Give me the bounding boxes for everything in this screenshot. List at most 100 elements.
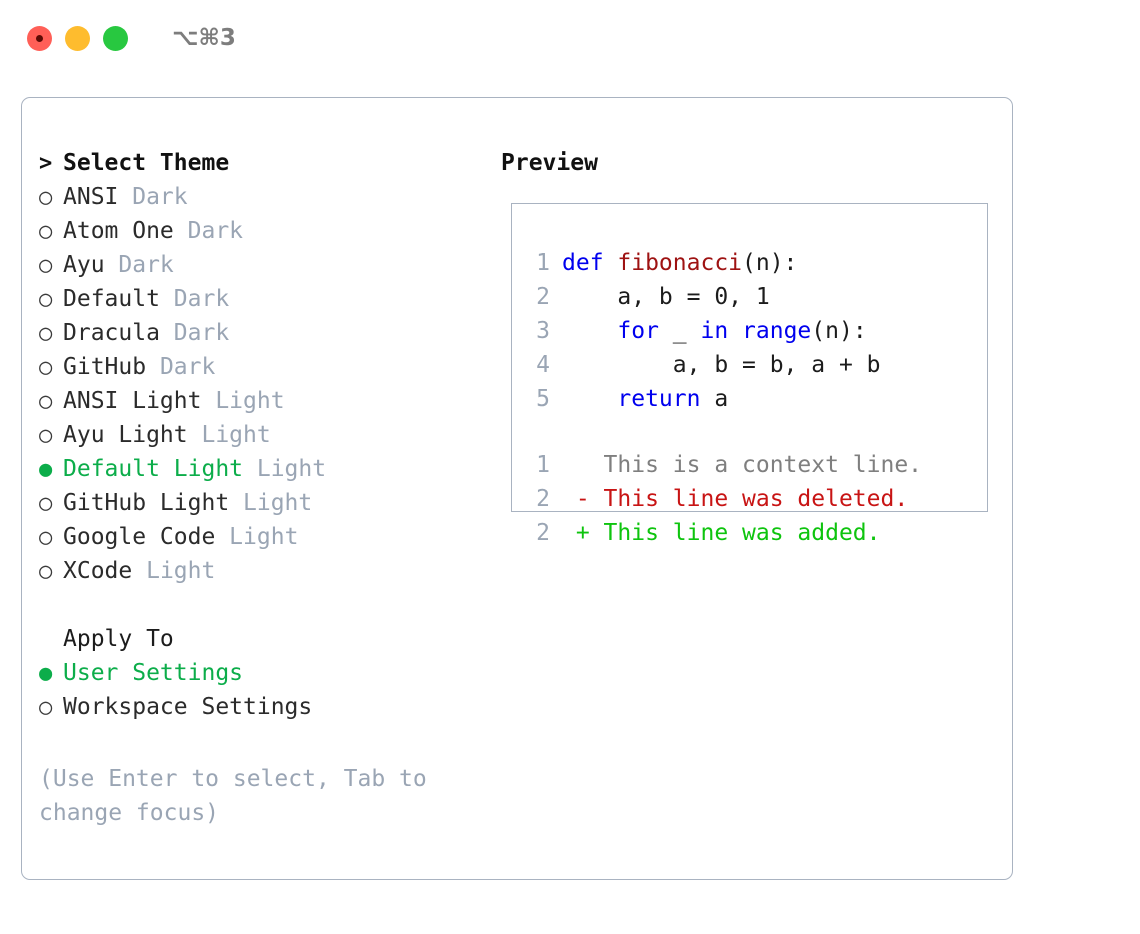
- theme-option-tag: Dark: [159, 286, 230, 312]
- radio-selected-icon[interactable]: ●: [39, 457, 53, 482]
- apply-to-option[interactable]: ○Workspace Settings: [39, 690, 479, 724]
- diff-marker: +: [562, 520, 604, 546]
- theme-option[interactable]: ○ XCode Light: [39, 554, 479, 588]
- code-token: (n):: [742, 250, 798, 276]
- code-token: range: [742, 318, 812, 344]
- diff-line: 2 + This line was added.: [524, 516, 979, 550]
- theme-option-tag: Light: [215, 524, 299, 550]
- theme-option-tag: Dark: [159, 320, 230, 346]
- theme-option[interactable]: ○ Google Code Light: [39, 520, 479, 554]
- theme-option[interactable]: ● Default Light Light: [39, 452, 479, 486]
- diff-marker: -: [562, 486, 604, 512]
- code-line: 5 return a: [524, 382, 979, 416]
- apply-to-list: ●User Settings○Workspace Settings: [39, 656, 479, 724]
- main-panel: >Select Theme ○ANSI Dark○Atom One Dark○A…: [21, 97, 1013, 880]
- blank-bullet: ○: [39, 623, 63, 657]
- theme-option[interactable]: ○ GitHub Dark: [39, 350, 479, 384]
- code-token: (n):: [811, 318, 867, 344]
- radio-unselected-icon[interactable]: ○: [39, 219, 53, 244]
- diff-text: This line was deleted.: [603, 486, 909, 512]
- diff-marker: [562, 452, 604, 478]
- theme-option-name: ANSI Light: [63, 388, 202, 414]
- theme-option-name: Default Light: [63, 456, 244, 482]
- code-token: [728, 318, 742, 344]
- code-token: a, b = 0, 1: [562, 284, 770, 310]
- minimize-button[interactable]: [65, 25, 90, 51]
- preview-title: Preview: [501, 150, 598, 176]
- diff-line-number: 2: [536, 520, 550, 546]
- diff-text: This line was added.: [603, 520, 881, 546]
- theme-option-tag: Dark: [118, 184, 188, 210]
- code-token: in: [700, 318, 729, 344]
- theme-option-name: Ayu: [63, 252, 105, 278]
- theme-option[interactable]: ○ Default Dark: [39, 282, 479, 316]
- code-token: return: [617, 386, 701, 412]
- theme-option-name: Default: [63, 286, 160, 312]
- theme-option[interactable]: ○ Dracula Dark: [39, 316, 479, 350]
- apply-to-option[interactable]: ●User Settings: [39, 656, 479, 690]
- theme-option-tag: Light: [132, 558, 216, 584]
- code-line: 2 a, b = 0, 1: [524, 280, 979, 314]
- code-token: a: [700, 386, 729, 412]
- radio-unselected-icon[interactable]: ○: [39, 559, 53, 584]
- code-line-number: 2: [536, 284, 550, 310]
- theme-list: ○ANSI Dark○Atom One Dark○Ayu Dark○Defaul…: [39, 180, 479, 588]
- theme-option-name: GitHub: [63, 354, 147, 380]
- spacer: [39, 588, 479, 622]
- radio-unselected-icon[interactable]: ○: [39, 253, 53, 278]
- diff-line: 2 - This line was deleted.: [524, 482, 979, 516]
- code-line-number: 5: [536, 386, 550, 412]
- window-titlebar: ⌥⌘3: [0, 0, 1140, 76]
- radio-unselected-icon[interactable]: ○: [39, 355, 53, 380]
- keyboard-hint: (Use Enter to select, Tab to change focu…: [39, 766, 427, 826]
- theme-option-name: GitHub Light: [63, 490, 230, 516]
- theme-option[interactable]: ○Atom One Dark: [39, 214, 479, 248]
- theme-option-tag: Light: [229, 490, 313, 516]
- theme-option[interactable]: ○ GitHub Light Light: [39, 486, 479, 520]
- theme-option-tag: Light: [187, 422, 271, 448]
- theme-option-tag: Light: [243, 456, 327, 482]
- theme-option[interactable]: ○ANSI Dark: [39, 180, 479, 214]
- theme-option[interactable]: ○ ANSI Light Light: [39, 384, 479, 418]
- code-line-number: 4: [536, 352, 550, 378]
- apply-to-heading: ○Apply To: [39, 622, 479, 656]
- radio-selected-icon[interactable]: ●: [39, 661, 53, 686]
- radio-unselected-icon[interactable]: ○: [39, 389, 53, 414]
- theme-option-name: Google Code: [63, 524, 216, 550]
- radio-unselected-icon[interactable]: ○: [39, 423, 53, 448]
- theme-option-name: Dracula: [63, 320, 160, 346]
- code-line-number: 1: [536, 250, 550, 276]
- theme-option-tag: Light: [201, 388, 285, 414]
- traffic-light-group: [27, 25, 128, 51]
- code-line-number: 3: [536, 318, 550, 344]
- theme-option-tag: Dark: [104, 252, 174, 278]
- apply-to-label: Apply To: [63, 626, 174, 652]
- code-token: [562, 386, 617, 412]
- radio-unselected-icon[interactable]: ○: [39, 525, 53, 550]
- diff-line-number: 1: [536, 452, 550, 478]
- radio-unselected-icon[interactable]: ○: [39, 287, 53, 312]
- diff-text: This is a context line.: [603, 452, 923, 478]
- theme-option-tag: Dark: [146, 354, 216, 380]
- radio-unselected-icon[interactable]: ○: [39, 491, 53, 516]
- code-token: _: [658, 318, 701, 344]
- radio-unselected-icon[interactable]: ○: [39, 695, 53, 720]
- theme-option-name: XCode: [63, 558, 133, 584]
- maximize-button[interactable]: [103, 25, 128, 51]
- radio-unselected-icon[interactable]: ○: [39, 321, 53, 346]
- close-button[interactable]: [27, 25, 52, 51]
- select-theme-label: Select Theme: [63, 150, 230, 176]
- code-token: for: [617, 318, 659, 344]
- code-line: 4 a, b = b, a + b: [524, 348, 979, 382]
- radio-unselected-icon[interactable]: ○: [39, 185, 53, 210]
- theme-option[interactable]: ○ Ayu Light Light: [39, 418, 479, 452]
- code-token: def: [562, 250, 618, 276]
- theme-option[interactable]: ○ Ayu Dark: [39, 248, 479, 282]
- theme-option-name: Ayu Light: [63, 422, 188, 448]
- diff-line-number: 2: [536, 486, 550, 512]
